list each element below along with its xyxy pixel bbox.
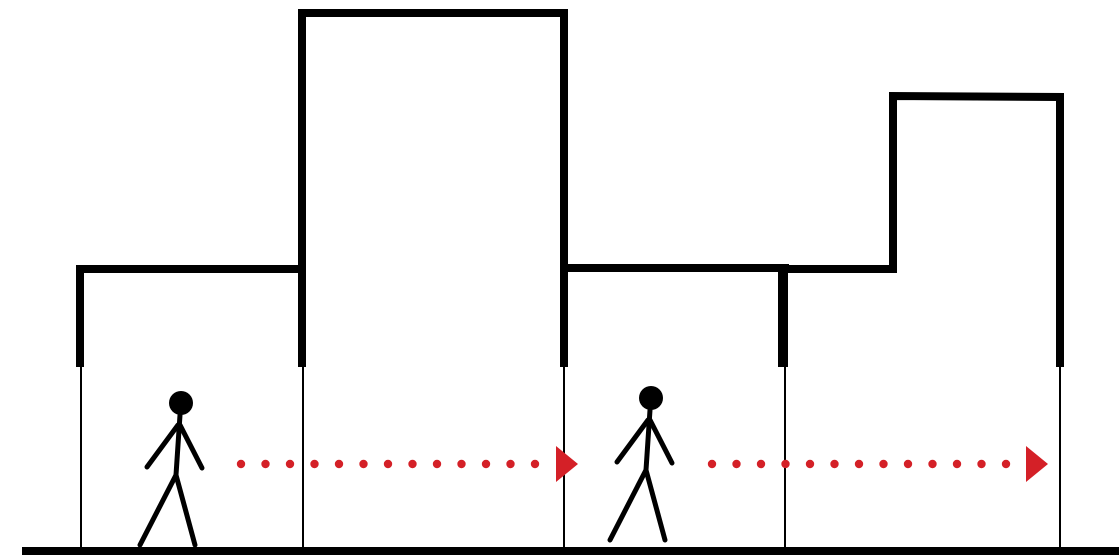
arrow-dot [285,459,295,469]
arrow-dot [1001,459,1011,469]
arrow-dot [457,459,466,469]
arrow-dot [310,459,319,469]
arrow-dot [530,459,540,469]
arrow-dot [781,459,790,469]
arrow-dot [359,459,368,469]
arrowhead [556,446,578,482]
arrow-dot [977,459,986,469]
arrow-dot [830,459,839,469]
dotted-arrow-icon [707,446,1048,482]
walking-person-icon [607,386,675,543]
walking-person-icon [137,391,205,548]
arrowhead [1026,446,1048,482]
arrow-dot [732,459,741,469]
arrow-dot [707,459,717,469]
arrow-dot [383,459,393,469]
arrow-dot [261,459,270,469]
arrow-dot [408,459,417,469]
arrow-dot [952,459,962,469]
arrow-dot [236,459,246,469]
arrow-dot [506,459,515,469]
dotted-arrow-icon [236,446,578,482]
arrow-dot [334,459,344,469]
arrow-dot [903,459,913,469]
building-outline [76,9,1064,367]
arrow-dot [805,459,815,469]
arrow-dot [928,459,937,469]
arrow-dot [481,459,491,469]
arrow-dot [432,459,442,469]
arrow-dot [854,459,864,469]
arrow-dot [879,459,888,469]
arrow-dot [756,459,766,469]
